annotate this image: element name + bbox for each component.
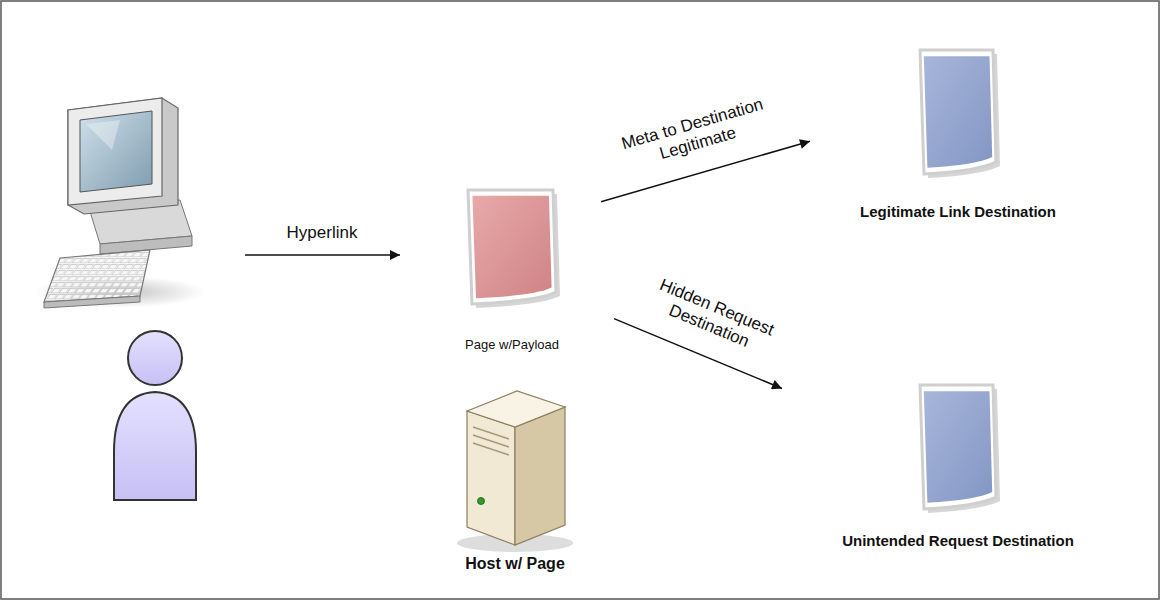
server-shape bbox=[453, 383, 577, 555]
page-border bbox=[920, 385, 996, 509]
page-border bbox=[468, 190, 556, 304]
page-shape bbox=[908, 45, 1008, 203]
arrow-label: Hyperlink bbox=[287, 223, 358, 243]
node-label: Unintended Request Destination bbox=[837, 532, 1079, 549]
node-label: Page w/Payload bbox=[456, 337, 568, 352]
page-node: Page w/Payload bbox=[456, 185, 568, 352]
edge-label: Hidden Request Destination bbox=[624, 265, 802, 369]
page-node: Legitimate Link Destination bbox=[855, 45, 1061, 220]
page-shape bbox=[456, 185, 568, 337]
server-icon bbox=[457, 391, 573, 552]
page-node: Unintended Request Destination bbox=[837, 380, 1079, 549]
edge-label: Meta to Destination Legitimate bbox=[605, 90, 785, 176]
person-icon bbox=[114, 331, 196, 500]
page-shape bbox=[908, 380, 1008, 532]
page-sheet bbox=[924, 56, 992, 168]
page-sheet bbox=[472, 196, 551, 299]
server-node: Host w/ Page bbox=[453, 383, 577, 573]
computer-icon bbox=[35, 98, 205, 308]
page-border bbox=[920, 50, 996, 174]
hyperlink-arrow bbox=[245, 254, 400, 256]
node-label: Legitimate Link Destination bbox=[855, 203, 1061, 220]
node-label: Host w/ Page bbox=[453, 555, 577, 573]
page-sheet bbox=[924, 391, 992, 503]
